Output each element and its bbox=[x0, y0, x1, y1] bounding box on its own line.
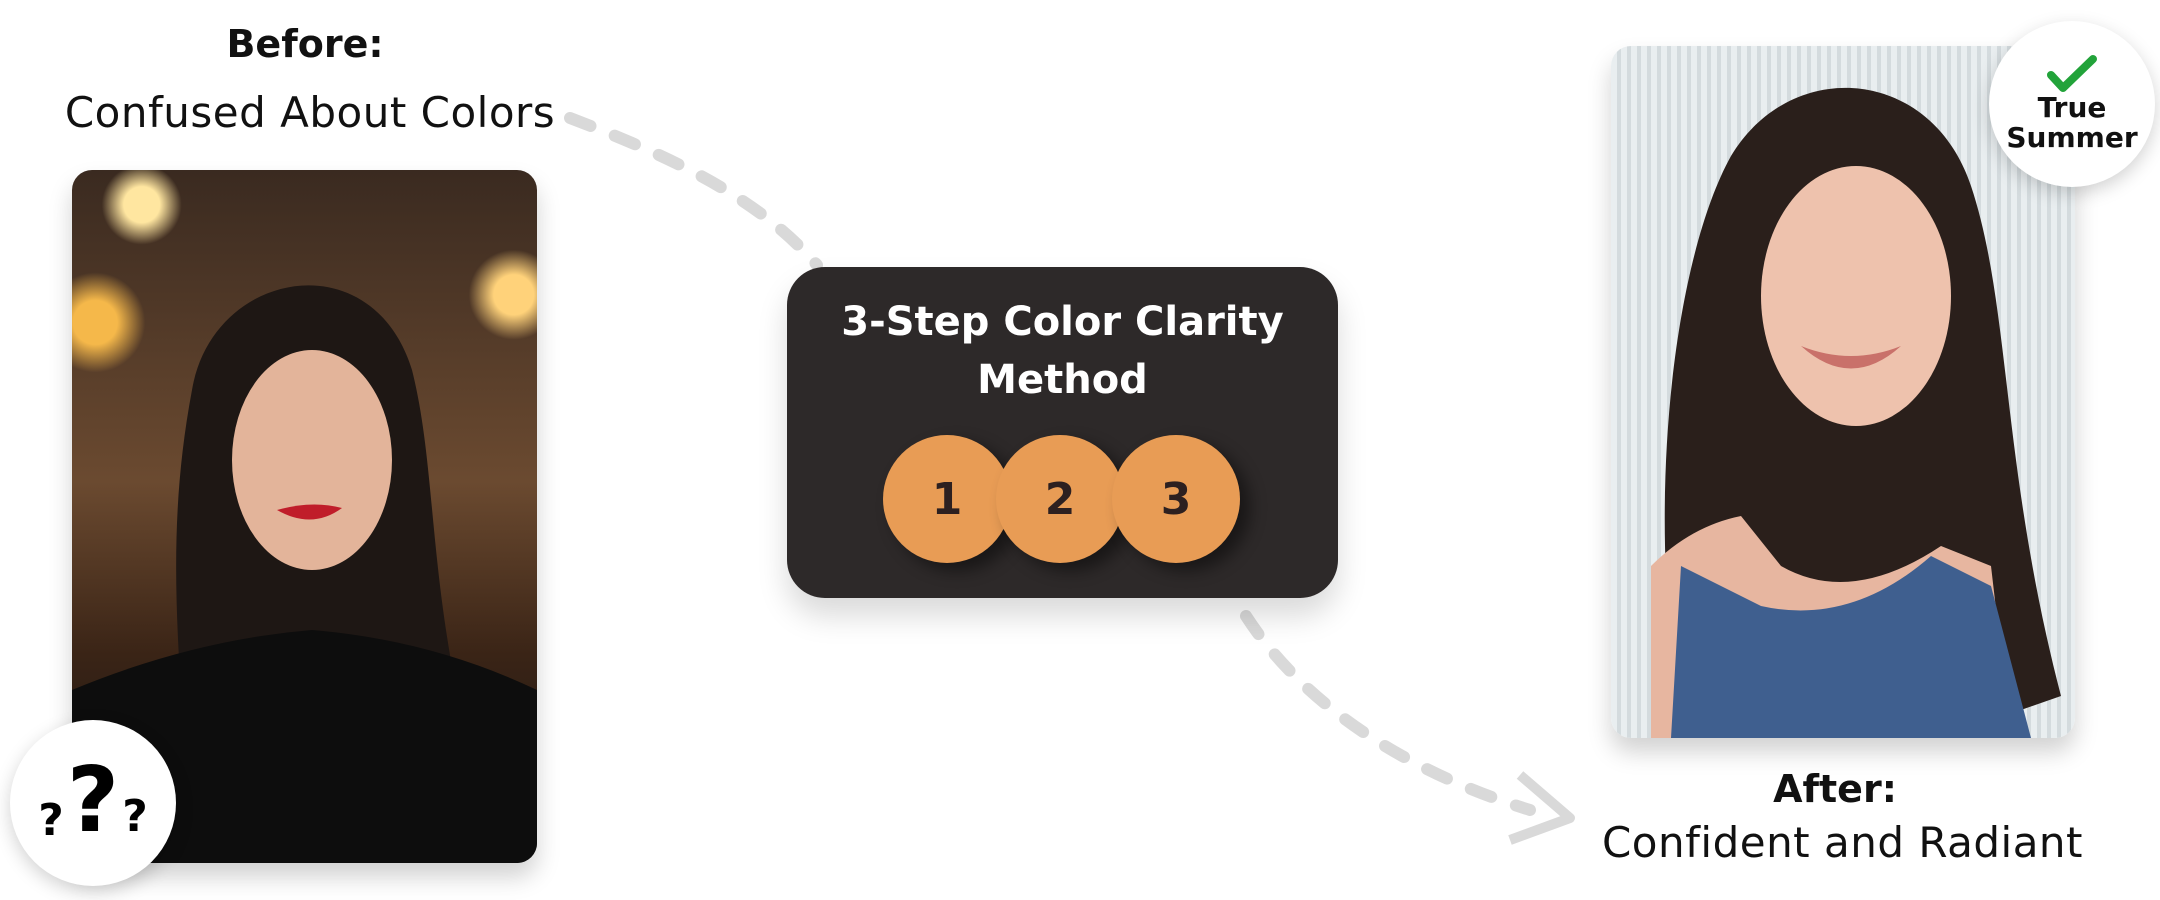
step-3: 3 bbox=[1112, 435, 1240, 563]
after-photo bbox=[1611, 46, 2075, 738]
method-card: 3-Step Color Clarity Method 1 2 3 bbox=[787, 267, 1338, 598]
season-badge-line2: Summer bbox=[2006, 121, 2138, 154]
checkmark-icon bbox=[2047, 55, 2097, 92]
dashed-path-bottom bbox=[1240, 610, 1536, 816]
svg-text:?: ? bbox=[122, 791, 148, 842]
before-photo bbox=[72, 170, 537, 863]
dashed-path-top bbox=[564, 112, 823, 271]
svg-text:?: ? bbox=[67, 748, 119, 853]
step-1: 1 bbox=[883, 435, 1011, 563]
before-caption: Confused About Colors bbox=[64, 88, 556, 137]
method-title: 3-Step Color Clarity Method bbox=[787, 293, 1338, 409]
method-title-line1: 3-Step Color Clarity bbox=[841, 299, 1284, 345]
svg-text:?: ? bbox=[38, 795, 64, 846]
before-heading: Before: bbox=[226, 22, 384, 66]
season-badge-line1: True bbox=[2037, 91, 2107, 124]
question-marks-icon: ? ? ? bbox=[38, 748, 148, 853]
method-title-line2: Method bbox=[977, 357, 1148, 403]
portrait-silhouette-before bbox=[72, 285, 537, 863]
portrait-silhouette-after bbox=[1651, 87, 2061, 738]
step-2: 2 bbox=[996, 435, 1124, 563]
season-badge: True Summer bbox=[1989, 21, 2155, 187]
question-badge: ? ? ? bbox=[10, 720, 176, 886]
after-caption: Confident and Radiant bbox=[1601, 818, 2084, 867]
after-heading: After: bbox=[1773, 767, 1897, 811]
arrowhead-icon bbox=[1508, 771, 1575, 845]
